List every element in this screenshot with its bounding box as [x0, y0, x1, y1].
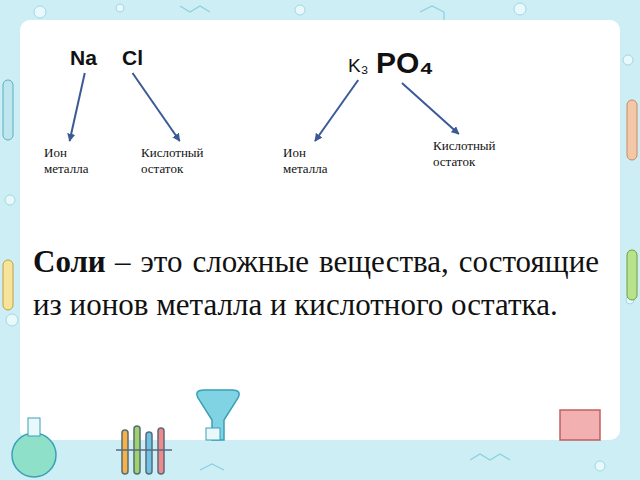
arrow — [402, 83, 459, 134]
node-text: Ион металла — [283, 145, 347, 178]
metal-symbol: K₃ — [348, 55, 368, 77]
ion-label: Ион металла — [283, 145, 347, 178]
bubbles — [5, 3, 634, 471]
ion-label: Ион металла — [44, 145, 108, 178]
arrow — [133, 73, 180, 141]
residue-label: Кислотный остаток — [141, 145, 227, 178]
node-text: K₃ — [348, 55, 368, 77]
residue-label: Кислотный остаток — [433, 138, 519, 171]
node-text: Ион металла — [44, 145, 108, 178]
term: Соли — [33, 244, 106, 279]
definition-text: – это сложные вещества, состоящие из ион… — [33, 244, 599, 322]
beaker — [560, 410, 600, 440]
arrow — [315, 80, 358, 141]
node-text: Кислотный остаток — [433, 138, 519, 171]
node-text: Na — [70, 46, 97, 70]
flask — [197, 390, 239, 440]
acid-residue-symbol: Cl — [122, 46, 143, 70]
content-panel — [20, 20, 620, 440]
acid-residue-symbol: PO₄ — [376, 46, 434, 80]
round-flask — [12, 418, 56, 477]
node-text: Кислотный остаток — [141, 145, 227, 178]
node-text: PO₄ — [376, 46, 434, 80]
metal-symbol: Na — [70, 46, 97, 70]
test-tubes — [116, 426, 172, 474]
node-text: Cl — [122, 46, 143, 70]
arrow — [70, 73, 85, 141]
definition: Соли– это сложные вещества, состоящие из… — [33, 240, 599, 327]
